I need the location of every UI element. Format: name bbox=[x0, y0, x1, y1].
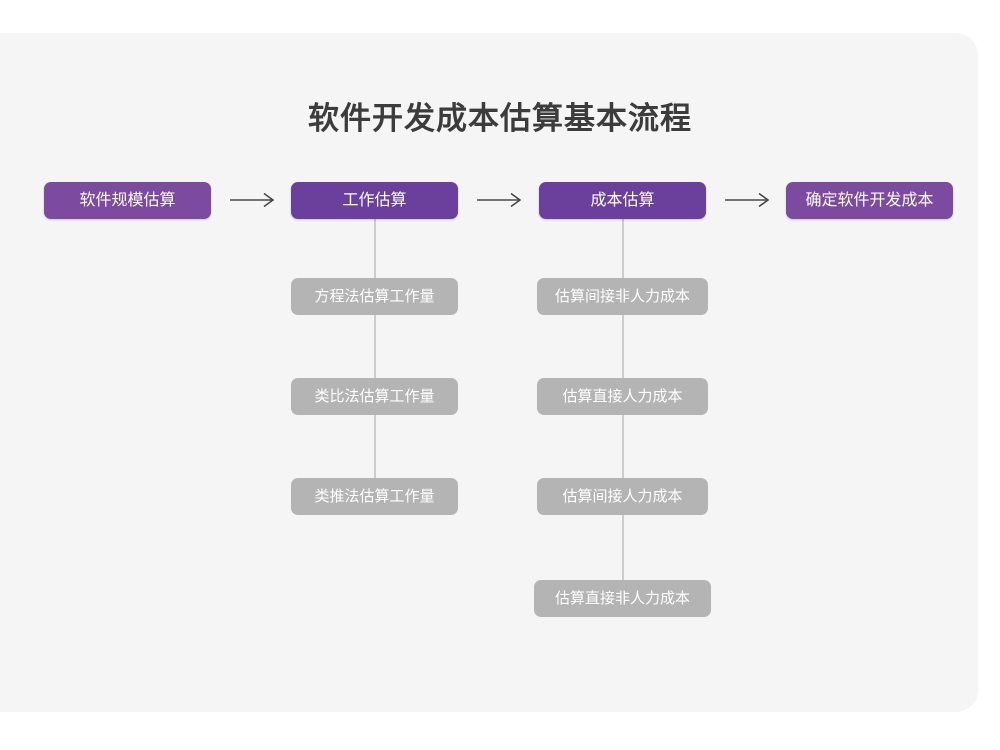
page-title: 软件开发成本估算基本流程 bbox=[308, 101, 692, 136]
connector-cost-4 bbox=[622, 506, 624, 600]
substep-node-effort-analogy-method[interactable]: 类比法估算工作量 bbox=[291, 378, 458, 415]
substep-node-direct-labor-cost[interactable]: 估算直接人力成本 bbox=[537, 378, 708, 415]
connector-effort-2 bbox=[374, 306, 376, 398]
substep-node-indirect-labor-cost[interactable]: 估算间接人力成本 bbox=[537, 478, 708, 515]
substep-node-effort-inference-method[interactable]: 类推法估算工作量 bbox=[291, 478, 458, 515]
substep-node-label: 估算间接人力成本 bbox=[562, 488, 683, 505]
step-node-software-scale-estimation[interactable]: 软件规模估算 bbox=[44, 182, 211, 219]
step-node-cost-estimation[interactable]: 成本估算 bbox=[539, 182, 706, 219]
arrow-icon-3 bbox=[723, 190, 775, 210]
connector-cost-1 bbox=[622, 206, 624, 298]
connector-cost-3 bbox=[622, 406, 624, 498]
substep-node-label: 类推法估算工作量 bbox=[314, 488, 435, 505]
substep-node-label: 类比法估算工作量 bbox=[314, 388, 435, 405]
step-node-label: 成本估算 bbox=[590, 191, 655, 209]
substep-node-label: 估算间接非人力成本 bbox=[554, 288, 690, 305]
connector-effort-1 bbox=[374, 206, 376, 298]
step-node-label: 工作估算 bbox=[342, 191, 407, 209]
connector-effort-3 bbox=[374, 406, 376, 498]
diagram-card bbox=[0, 33, 978, 712]
substep-node-direct-nonlabor-cost[interactable]: 估算直接非人力成本 bbox=[534, 580, 711, 617]
substep-node-label: 估算直接非人力成本 bbox=[554, 590, 690, 607]
arrow-icon-1 bbox=[228, 190, 280, 210]
step-node-effort-estimation[interactable]: 工作估算 bbox=[291, 182, 458, 219]
step-node-label: 软件规模估算 bbox=[79, 191, 176, 209]
connector-cost-2 bbox=[622, 306, 624, 398]
step-node-determine-development-cost[interactable]: 确定软件开发成本 bbox=[786, 182, 953, 219]
substep-node-label: 估算直接人力成本 bbox=[562, 388, 683, 405]
substep-node-effort-equation-method[interactable]: 方程法估算工作量 bbox=[291, 278, 458, 315]
step-node-label: 确定软件开发成本 bbox=[805, 191, 934, 209]
substep-node-label: 方程法估算工作量 bbox=[314, 288, 435, 305]
arrow-icon-2 bbox=[475, 190, 527, 210]
substep-node-indirect-nonlabor-cost[interactable]: 估算间接非人力成本 bbox=[537, 278, 708, 315]
